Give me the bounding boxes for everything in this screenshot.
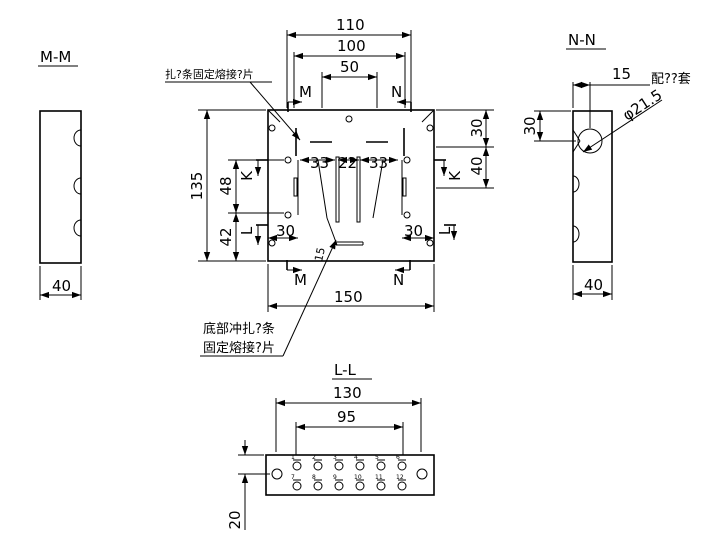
ll-terminal-hole — [334, 481, 344, 491]
mark-l-left: L — [238, 226, 256, 235]
dim-inset-30-right: 30 — [404, 222, 423, 240]
ll-terminal-hole — [292, 481, 302, 491]
ll-hole-number: 2 — [312, 454, 316, 461]
mark-n-bottom: N — [393, 271, 404, 289]
dim-height-42: 42 — [217, 227, 235, 246]
ll-hole-number: 6 — [396, 454, 400, 461]
nn-hole — [577, 128, 603, 154]
mark-m-bottom: M — [294, 271, 307, 289]
ll-hole-number: 12 — [396, 474, 404, 481]
front-box-outline — [267, 109, 435, 262]
dim-gap-22: 22 — [338, 154, 357, 172]
ll-hole-number: 3 — [333, 454, 337, 461]
dim-width-50: 50 — [340, 58, 359, 76]
ll-hole-number: 10 — [354, 474, 362, 481]
ll-hole-number: 4 — [354, 454, 358, 461]
dim-width-150: 150 — [334, 288, 363, 306]
ll-terminal-hole — [376, 461, 386, 471]
dim-angle-15: 15 — [312, 246, 328, 262]
dim-gap-33-right: 33 — [369, 154, 388, 172]
mm-depth-dim: 40 — [52, 277, 71, 295]
ll-hole-number: 7 — [291, 474, 295, 481]
ll-hole-number: 9 — [333, 474, 337, 481]
ll-hole-number: 8 — [312, 474, 316, 481]
ll-mount-hole-left — [271, 468, 283, 480]
dim-right-30: 30 — [468, 118, 486, 137]
note-bottom-weld-1: 底部冲扎?条 — [203, 321, 275, 337]
ll-terminal-hole — [334, 461, 344, 471]
ll-hole-number: 1 — [291, 454, 295, 461]
dim-width-110: 110 — [336, 16, 365, 34]
ll-terminal-hole — [355, 461, 365, 471]
mark-n-top: N — [391, 83, 402, 101]
ll-terminal-hole — [376, 481, 386, 491]
mark-l-right: L — [436, 226, 454, 235]
dim-inset-30-left: 30 — [276, 222, 295, 240]
ll-terminal-hole — [313, 481, 323, 491]
dim-right-40: 40 — [468, 156, 486, 175]
mm-box-outline — [39, 110, 82, 264]
ll-box-outline — [265, 454, 435, 496]
dim-width-100: 100 — [337, 37, 366, 55]
nn-offset-dim: 15 — [612, 65, 631, 83]
nn-box-outline — [572, 110, 613, 263]
note-top-weld: 扎?条固定熔接?片 — [165, 67, 254, 81]
mark-m-top: M — [299, 83, 312, 101]
ll-dim-20: 20 — [226, 510, 244, 529]
note-bottom-weld-2: 固定熔接?片 — [203, 340, 275, 356]
dim-height-135: 135 — [188, 172, 206, 201]
nn-depth-dim: 40 — [584, 276, 603, 294]
ll-title: L-L — [334, 361, 357, 379]
ll-terminal-hole — [292, 461, 302, 471]
dim-height-48: 48 — [217, 176, 235, 195]
nn-title: N-N — [568, 31, 596, 49]
mm-title: M-M — [40, 48, 71, 66]
dim-gap-33-left: 33 — [310, 154, 329, 172]
section-mm: M-M 40 — [38, 48, 82, 300]
ll-terminal-hole — [397, 461, 407, 471]
mark-k-right: K — [446, 170, 464, 181]
ll-mount-hole-right — [416, 468, 428, 480]
ll-dim-95: 95 — [337, 408, 356, 426]
ll-terminal-hole — [313, 461, 323, 471]
front-view: 110 100 50 M N 扎?条固定熔接?片 135 48 42 — [165, 16, 494, 357]
ll-hole-number: 5 — [375, 454, 379, 461]
ll-terminal-hole — [355, 481, 365, 491]
ll-dim-130: 130 — [333, 384, 362, 402]
nn-hole-diameter: φ21.5 — [619, 86, 665, 125]
section-nn: N-N 15 30 φ21.5 配??套 40 — [521, 31, 691, 300]
ll-hole-number: 11 — [375, 474, 383, 481]
ll-terminal-hole — [397, 481, 407, 491]
mark-k-left: K — [238, 170, 256, 181]
note-fitting: 配??套 — [651, 71, 691, 87]
nn-height-dim: 30 — [521, 116, 539, 135]
